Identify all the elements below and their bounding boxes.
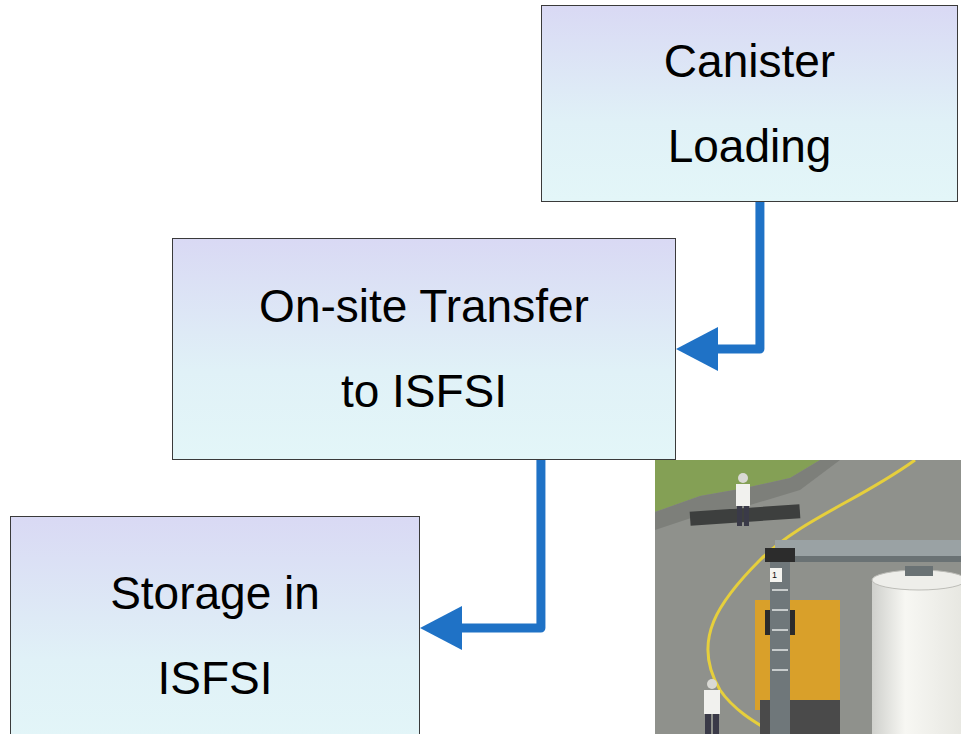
callout-number: 1 [770, 570, 779, 580]
connector-line [462, 460, 541, 628]
connector-arrow [420, 460, 541, 650]
photo-scene [655, 460, 961, 734]
connector-line [718, 202, 760, 349]
box-label: Storage in ISFSI [85, 551, 345, 721]
box-label: On-site Transfer to ISFSI [244, 264, 604, 434]
arrow-head [676, 327, 718, 371]
connector-arrow [676, 202, 760, 371]
process-box: Canister Loading [541, 5, 958, 202]
box-label: Canister Loading [620, 19, 880, 189]
process-box: On-site Transfer to ISFSI [172, 238, 676, 460]
road-edge [655, 460, 840, 530]
worker [704, 679, 720, 734]
arrow-head [420, 606, 462, 650]
mat [690, 504, 801, 526]
process-box: Storage in ISFSI [10, 516, 420, 734]
worker [736, 473, 750, 526]
storage-cask [872, 566, 961, 734]
transporter [755, 600, 840, 734]
